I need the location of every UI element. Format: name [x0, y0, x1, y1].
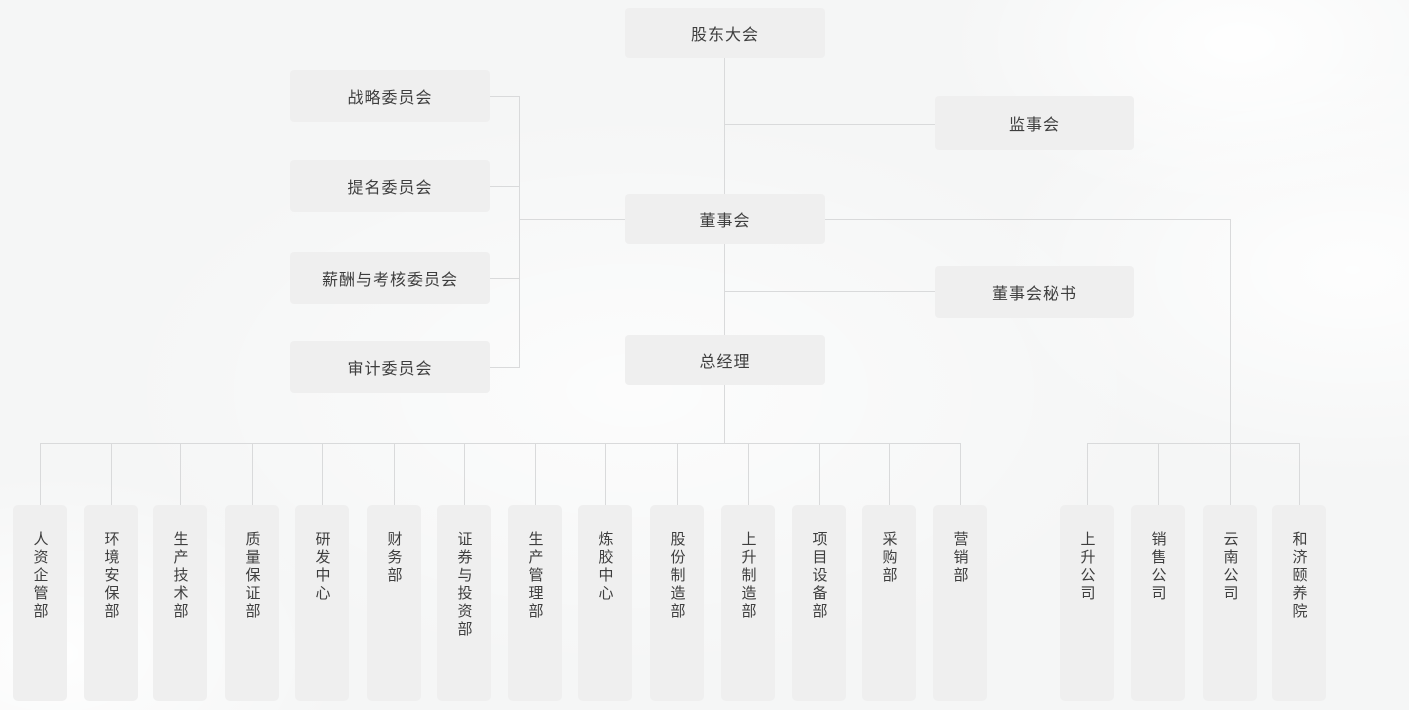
node-label: 营销部 [951, 531, 969, 585]
node-strategy-committee: 战略委员会 [290, 70, 490, 122]
connector-committee-1 [490, 96, 520, 97]
node-label: 人资企管部 [31, 531, 49, 621]
node-dept-procurement: 采购部 [862, 505, 916, 701]
rail-subsidiaries [1087, 443, 1300, 444]
connector-secretary [724, 291, 935, 292]
node-board-of-directors: 董事会 [625, 194, 825, 244]
node-label: 上升公司 [1078, 531, 1096, 603]
node-dept-rd-center: 研发中心 [295, 505, 349, 701]
node-remuneration-appraisal-committee: 薪酬与考核委员会 [290, 252, 490, 304]
connector-board-right [825, 219, 1231, 220]
stub-dept-14 [960, 443, 961, 505]
node-sub-yunnan-company: 云南公司 [1203, 505, 1257, 701]
stub-dept-7 [464, 443, 465, 505]
stub-dept-13 [889, 443, 890, 505]
node-dept-production-management: 生产管理部 [508, 505, 562, 701]
stub-dept-3 [180, 443, 181, 505]
connector-shareholders-board [724, 58, 725, 194]
connector-board-gm [724, 241, 725, 335]
node-label: 证券与投资部 [455, 531, 473, 639]
connector-subsidiaries-drop [1230, 219, 1231, 444]
stub-dept-12 [819, 443, 820, 505]
stub-dept-10 [677, 443, 678, 505]
connector-committee-3 [490, 278, 520, 279]
node-dept-finance: 财务部 [367, 505, 421, 701]
node-label: 项目设备部 [810, 531, 828, 621]
node-label: 采购部 [880, 531, 898, 585]
node-general-manager: 总经理 [625, 335, 825, 385]
node-nomination-committee: 提名委员会 [290, 160, 490, 212]
connector-supervisory [724, 124, 935, 125]
stub-sub-1 [1087, 443, 1088, 505]
node-board-secretary: 董事会秘书 [935, 266, 1134, 318]
stub-dept-4 [252, 443, 253, 505]
stub-sub-4 [1299, 443, 1300, 505]
node-label: 财务部 [385, 531, 403, 585]
rail-departments [40, 443, 961, 444]
node-sub-sales-company: 销售公司 [1131, 505, 1185, 701]
node-sub-heji-nursing-home: 和济颐养院 [1272, 505, 1326, 701]
connector-committees-spine [519, 96, 520, 368]
connector-gm-down [724, 385, 725, 444]
node-sub-shangsheng-company: 上升公司 [1060, 505, 1114, 701]
node-label: 生产管理部 [526, 531, 544, 621]
node-dept-quality-assurance: 质量保证部 [225, 505, 279, 701]
node-label: 股份制造部 [668, 531, 686, 621]
node-dept-shangsheng-manufacturing: 上升制造部 [721, 505, 775, 701]
node-label: 云南公司 [1221, 531, 1239, 603]
node-dept-gufen-manufacturing: 股份制造部 [650, 505, 704, 701]
node-dept-production-technology: 生产技术部 [153, 505, 207, 701]
stub-dept-11 [748, 443, 749, 505]
node-label: 上升制造部 [739, 531, 757, 621]
stub-dept-1 [40, 443, 41, 505]
node-audit-committee: 审计委员会 [290, 341, 490, 393]
node-dept-environment-security: 环境安保部 [84, 505, 138, 701]
node-label: 研发中心 [313, 531, 331, 603]
node-dept-rubber-mixing-center: 炼胶中心 [578, 505, 632, 701]
connector-board-left [519, 219, 625, 220]
node-label: 和济颐养院 [1290, 531, 1308, 621]
stub-dept-2 [111, 443, 112, 505]
node-shareholders-meeting: 股东大会 [625, 8, 825, 58]
stub-sub-2 [1158, 443, 1159, 505]
node-label: 环境安保部 [102, 531, 120, 621]
node-label: 质量保证部 [243, 531, 261, 621]
node-dept-securities-investment: 证券与投资部 [437, 505, 491, 701]
node-dept-marketing: 营销部 [933, 505, 987, 701]
stub-dept-9 [605, 443, 606, 505]
stub-sub-3 [1230, 443, 1231, 505]
node-label: 生产技术部 [171, 531, 189, 621]
connector-committee-4 [490, 367, 520, 368]
node-dept-project-equipment: 项目设备部 [792, 505, 846, 701]
stub-dept-5 [322, 443, 323, 505]
connector-committee-2 [490, 186, 520, 187]
stub-dept-8 [535, 443, 536, 505]
node-supervisory-board: 监事会 [935, 96, 1134, 150]
node-dept-hr-management: 人资企管部 [13, 505, 67, 701]
node-label: 炼胶中心 [596, 531, 614, 603]
node-label: 销售公司 [1149, 531, 1167, 603]
stub-dept-6 [394, 443, 395, 505]
